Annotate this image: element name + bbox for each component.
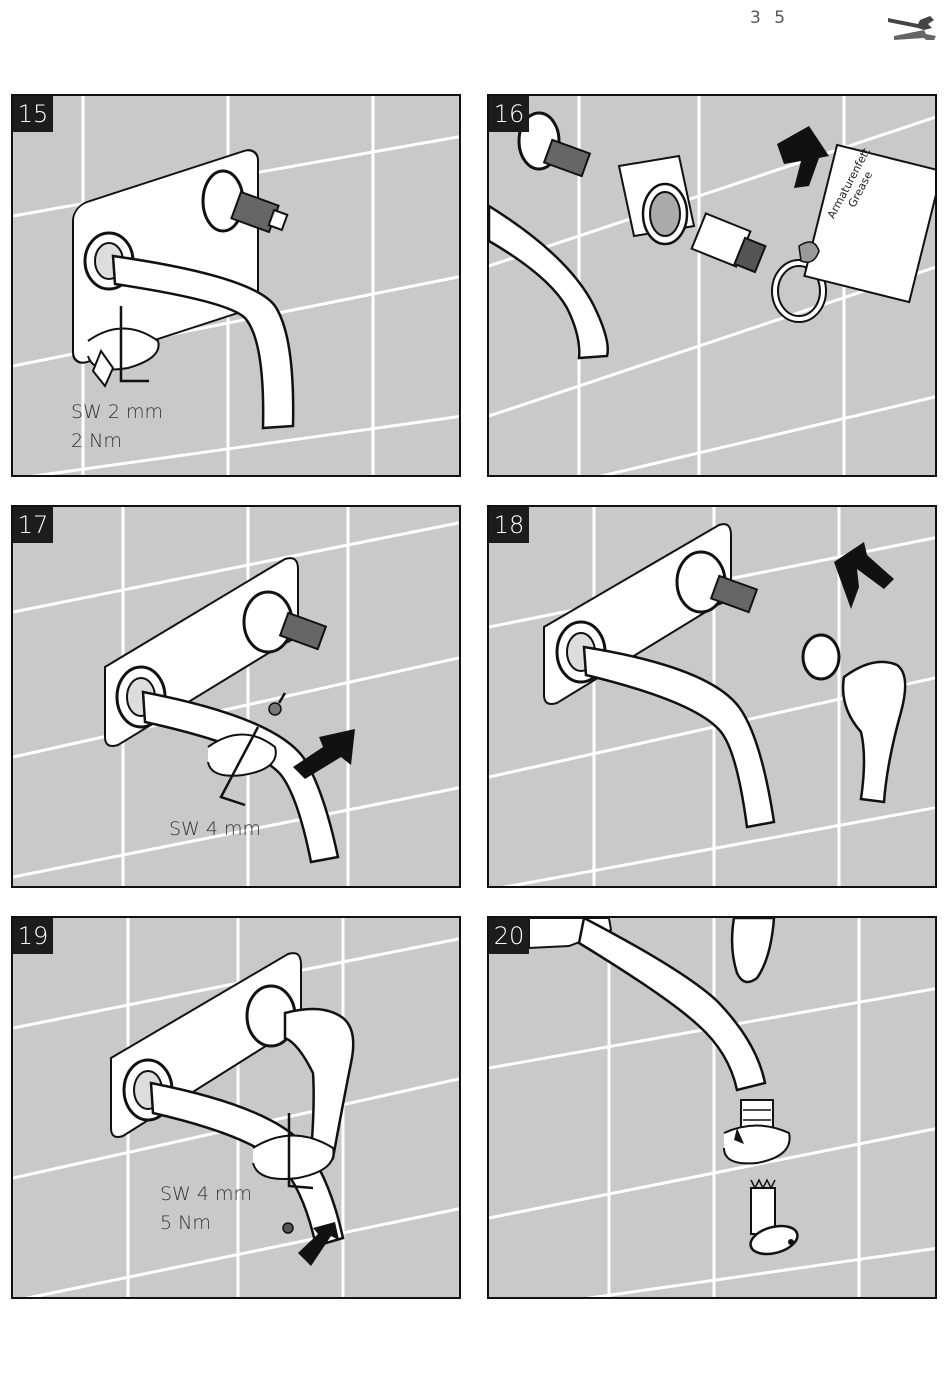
torque-value: 2 Nm (71, 427, 163, 456)
wrench-screwdriver-icon (884, 10, 940, 44)
step-number: 20 (489, 918, 529, 954)
page-number: 3 5 (750, 8, 789, 28)
step-17-panel: 17 SW 4 mm (11, 505, 461, 888)
allen-key-size: SW 4 mm (169, 815, 261, 844)
step-number: 15 (13, 96, 53, 132)
torque-value: 5 Nm (160, 1209, 252, 1238)
step-number: 17 (13, 507, 53, 543)
step-number: 16 (489, 96, 529, 132)
step-19-illustration (13, 918, 461, 1299)
step-number: 19 (13, 918, 53, 954)
step-number: 18 (489, 507, 529, 543)
step-18-illustration (489, 507, 937, 888)
tool-spec: SW 4 mm 5 Nm (160, 1180, 252, 1238)
step-18-panel: 18 (487, 505, 937, 888)
step-19-panel: 19 SW 4 mm 5 Nm (11, 916, 461, 1299)
step-20-illustration (489, 918, 937, 1299)
tool-spec: SW 4 mm (169, 815, 261, 844)
step-20-panel: 20 (487, 916, 937, 1299)
allen-key-size: SW 4 mm (160, 1180, 252, 1209)
allen-key-size: SW 2 mm (71, 398, 163, 427)
tool-spec: SW 2 mm 2 Nm (71, 398, 163, 456)
step-15-panel: 15 SW 2 mm 2 Nm (11, 94, 461, 477)
